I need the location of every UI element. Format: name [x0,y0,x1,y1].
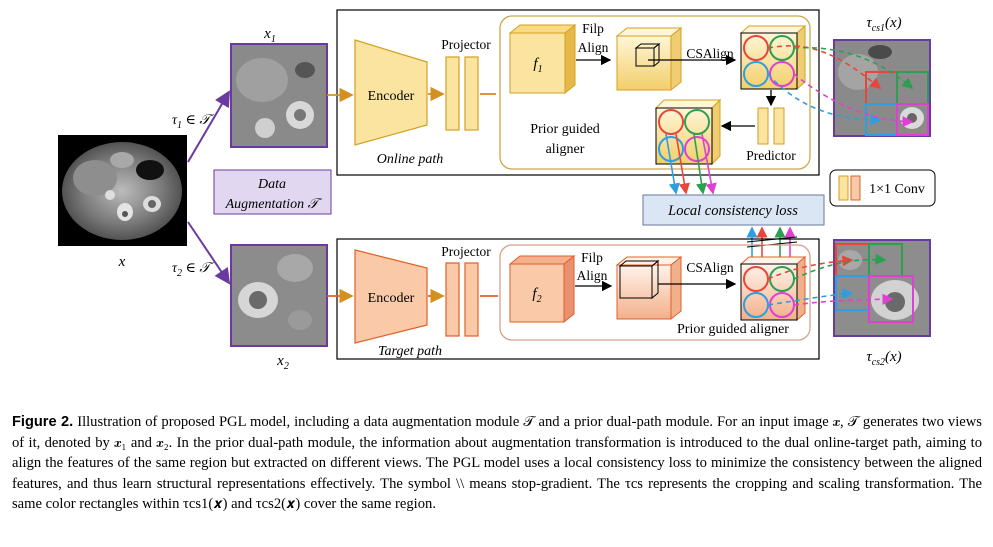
target-flip-line1: Filp [581,250,603,265]
online-csalign-label: CSAlign [686,46,734,61]
online-predicted-cube [654,98,722,166]
target-path-label: Target path [378,344,442,359]
dash-blue-online [767,73,882,126]
figure-caption: Figure 2. Illustration of proposed PGL m… [12,412,982,515]
target-encoder [354,249,428,344]
target-aligned-cube [739,255,807,322]
dash-red-online [767,45,882,90]
loss-label: Local consistency loss [667,203,798,219]
target-projector-label: Projector [441,244,491,259]
tau2-label: τ2 ∈ 𝒯 [172,261,214,279]
pgl-figure: x Data Augmentation 𝒯 τ1 ∈ 𝒯 τ2 ∈ 𝒯 x1 x… [58,9,936,372]
augmentation-line2: Augmentation 𝒯 [225,197,323,212]
conv-legend-label: 1×1 Conv [869,182,925,197]
online-feature-cube [508,23,577,95]
caption-label: Figure 2. [12,414,74,430]
predictor-label: Predictor [746,148,796,163]
target-encoder-label: Encoder [368,291,415,306]
target-prior-aligner-box [499,244,811,341]
loss-arrow-magenta-online [701,133,717,195]
dash-red-target [767,255,854,280]
augmentation-line1: Data [257,177,286,192]
online-aligned-cube [739,24,807,91]
tcs2-label: τcs2(x) [866,349,901,368]
tcs1-image [833,39,931,137]
view1-label: x1 [263,26,276,45]
branch-arrow-top [187,90,231,163]
target-flip-line2: Align [577,268,608,283]
view1-image [230,43,328,148]
online-prior-aligner-box [499,15,811,170]
online-encoder [354,39,428,146]
online-flip-line1: Filp [582,21,604,36]
target-projector-bar-2 [464,262,479,337]
target-feature-cube [508,254,576,324]
target-projector-bar-1 [445,262,460,337]
augmentation-box [213,169,332,215]
predictor-bar-1 [757,107,769,145]
branch-arrow-bottom [187,221,231,285]
dash-green-target [793,253,887,280]
predictor-bar-2 [773,107,785,145]
caption-text: Illustration of proposed PGL model, incl… [12,414,982,513]
online-prior-line2: aligner [546,142,585,157]
online-path-label: Online path [377,152,444,167]
dash-green-online [793,46,914,90]
online-feature-label: f1 [533,56,542,75]
online-flipped-cube [615,26,683,92]
dash-blue-target [767,288,854,306]
dash-magenta-target [793,293,894,306]
target-feature-label: f2 [532,286,541,305]
online-flip-line2: Align [578,40,609,55]
loss-arrow-red-online [675,133,690,195]
loss-box [642,194,825,226]
tcs2-image [833,239,931,337]
target-flipped-cube [615,255,683,321]
online-projector-bar-2 [464,56,479,131]
target-path-box [336,238,820,360]
online-encoder-label: Encoder [368,89,415,104]
loss-arrow-green-online [693,133,708,195]
online-prior-line1: Prior guided [530,122,600,137]
input-label: x [118,254,126,270]
target-csalign-label: CSAlign [686,260,734,275]
input-ct-image [58,135,187,246]
conv-legend-bar-2 [850,175,861,201]
dash-magenta-online [793,73,914,128]
online-projector-label: Projector [441,37,491,52]
view2-image [230,244,328,347]
tcs1-label: τcs1(x) [866,15,901,34]
view2-label: x2 [276,353,289,372]
conv-legend-bar-1 [838,175,849,201]
online-projector-bar-1 [445,56,460,131]
tau1-label: τ1 ∈ 𝒯 [172,113,214,131]
loss-arrow-blue-online [665,133,680,195]
target-aligner-label: Prior guided aligner [677,322,789,337]
